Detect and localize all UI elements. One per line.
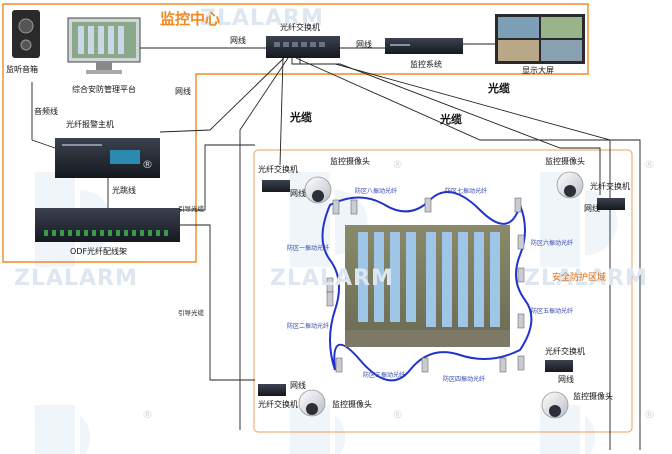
odf-rack-icon [35,208,180,242]
camera-tr-icon [556,171,584,199]
zone1-label: 防区一振动光纤 [286,245,329,252]
cable-label-2: 光缆 [290,111,312,124]
switch-bl-label: 光纤交换机 [258,400,298,409]
switch-br-label: 光纤交换机 [545,347,585,356]
main-switch-label: 光纤交换机 [280,23,320,32]
camera-bl-label: 监控摄像头 [332,400,372,409]
watermark-text: ZLALARM [200,6,324,31]
watermark-reg: ® [142,158,153,171]
big-screen-label: 显示大屏 [522,66,554,75]
net-label-3: 网线 [175,87,191,96]
sensor-posts [326,197,525,373]
zone3-label: 防区三振动光纤 [362,372,405,379]
camera-br-icon [541,391,569,419]
watermark-reg: ® [644,408,655,421]
switch-tr-label: 光纤交换机 [590,182,630,191]
secure-area-label: 安全防护区域 [552,273,607,283]
watermark-text: ZLALARM [270,266,394,291]
lead-label-2: 引导光缆 [178,309,204,317]
camera-tr-label: 监控摄像头 [545,157,585,166]
zone4-label: 防区四振动光纤 [442,376,485,383]
connection-lines [31,43,641,450]
lead-label-1: 引导光缆 [178,205,204,213]
zone8-label: 防区八振动光纤 [354,188,397,195]
nvr-label: 监控系统 [410,60,442,69]
camera-tl-label: 监控摄像头 [330,157,370,166]
net-label-br: 网线 [558,375,574,384]
watermark-text: ZLALARM [524,266,648,291]
nvr-icon [385,38,463,54]
zone6-label: 防区六振动光纤 [530,240,573,247]
watermark-reg: ® [392,158,403,171]
switch-bl-icon [258,384,286,396]
net-label-tr: 网线 [584,204,600,213]
switch-br-icon [545,360,573,372]
cable-label-1: 光缆 [488,82,510,95]
speaker-label: 监听音箱 [6,65,38,74]
control-center-frame [2,3,589,263]
watermark-reg: ® [142,408,153,421]
zone5-label: 防区五振动光纤 [530,308,573,315]
watermark-text: ZLALARM [14,266,138,291]
site-roofs [358,232,500,327]
net-label-2: 网线 [356,40,372,49]
zone2-label: 防区二振动光纤 [286,323,329,330]
vibration-fiber-loop [321,191,533,382]
net-label-1: 网线 [230,36,246,45]
field-frame [253,149,633,433]
net-label-tl: 网线 [290,189,306,198]
camera-br-label: 监控摄像头 [573,392,613,401]
watermark-reg: ® [644,158,655,171]
audio-label: 音频线 [34,107,58,116]
cable-label-3: 光缆 [440,113,462,126]
patch-label: 光跳线 [112,186,136,195]
alarm-host-label: 光纤报警主机 [66,120,114,129]
switch-tr-icon [597,198,625,210]
camera-bl-icon [298,389,326,417]
site-ground [345,330,510,347]
switch-tl-label: 光纤交换机 [258,165,298,174]
speaker-icon [12,10,40,58]
watermark-reg: ® [392,408,403,421]
odf-label: ODF光纤配线架 [70,247,128,256]
switch-tl-icon [262,180,290,192]
control-center-title: 监控中心 [160,10,221,28]
net-label-bl: 网线 [290,381,306,390]
camera-tl-icon [304,176,332,204]
zone7-label: 防区七振动光纤 [444,188,487,195]
platform-label: 综合安防管理平台 [72,85,136,94]
